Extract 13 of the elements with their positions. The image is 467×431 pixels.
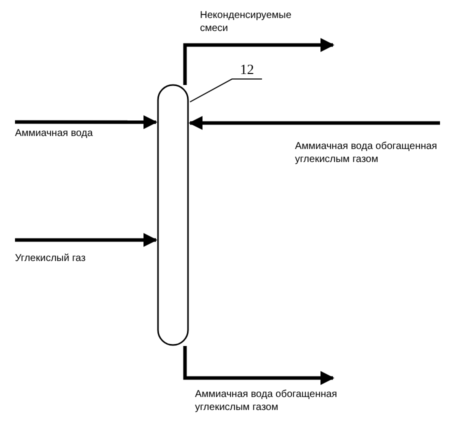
arrow <box>15 232 158 247</box>
edge-label: Аммиачная вода <box>15 127 94 140</box>
edge-label: Неконденсируемые смеси <box>200 9 292 35</box>
arrow <box>188 116 440 130</box>
edge-label: Углекислый газ <box>15 252 87 265</box>
leader-line <box>190 78 262 102</box>
arrow <box>15 115 158 130</box>
column-vessel <box>157 84 189 346</box>
edge-label: Аммиачная вода обогащенная углекислым газом <box>295 140 438 166</box>
callout-number: 12 <box>240 64 254 77</box>
arrow <box>183 346 334 385</box>
arrow <box>183 38 334 85</box>
edge-label: Аммиачная вода обогащенная углекислым газом <box>195 388 338 414</box>
